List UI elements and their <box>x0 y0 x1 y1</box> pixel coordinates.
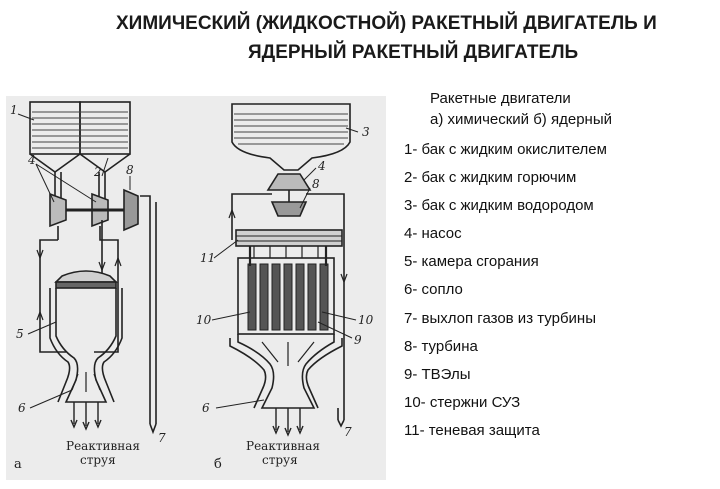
legend-item: 11- теневая защита <box>404 421 540 439</box>
panel-b-letter: б <box>214 457 222 472</box>
callout-b-10-right: 10 <box>358 313 374 327</box>
callout-b-6: 6 <box>202 401 210 415</box>
legend: Ракетные двигатели а) химический б) ядер… <box>404 88 716 445</box>
engine-schematic-svg: 1 2 4 8 5 6 7 Реактивная струя а <box>6 96 386 480</box>
legend-item: 3- бак с жидким водородом <box>404 197 594 215</box>
callout-a-5: 5 <box>16 327 24 341</box>
legend-subheading: а) химический б) ядерный <box>430 111 612 128</box>
legend-item: 2- бак с жидким горючим <box>404 169 577 187</box>
legend-item: 7- выхлоп газов из турбины <box>404 309 596 327</box>
callout-b-3: 3 <box>362 125 370 139</box>
panel-b-nuclear-engine <box>211 103 359 437</box>
panel-a-letter: а <box>14 457 22 472</box>
callout-a-6: 6 <box>18 401 26 415</box>
callout-b-10-left: 10 <box>196 313 212 327</box>
legend-item: 9- ТВЭлы <box>404 365 471 383</box>
panel-a-labels: 1 2 4 8 5 6 7 <box>10 103 166 445</box>
legend-item: 1- бак с жидким окислителем <box>404 141 607 158</box>
callout-a-8: 8 <box>126 163 134 177</box>
legend-item: 4- насос <box>404 225 462 243</box>
legend-heading: Ракетные двигатели <box>430 90 571 107</box>
legend-list: 1- бак с жидким окислителем 2- бак с жид… <box>404 136 716 445</box>
callout-b-4: 4 <box>317 159 326 173</box>
turbine-a <box>123 188 139 232</box>
jet-label-b-line2: струя <box>262 453 298 467</box>
shadow-shield <box>235 229 343 247</box>
panel-b-labels: 3 4 8 11 10 10 9 6 7 <box>196 125 374 439</box>
legend-item: 5- камера сгорания <box>404 253 539 271</box>
fuel-elements <box>247 263 329 331</box>
jet-label-a-line1: Реактивная <box>66 439 140 453</box>
pump-b <box>266 173 312 191</box>
engine-schematic-figure: 1 2 4 8 5 6 7 Реактивная струя а <box>0 90 392 484</box>
callout-a-2: 2 <box>93 165 102 179</box>
callout-b-9: 9 <box>354 333 362 347</box>
legend-item: 6- сопло <box>404 281 463 299</box>
hydrogen-tank <box>231 103 351 171</box>
callout-a-4: 4 <box>27 153 36 167</box>
callout-a-1: 1 <box>10 103 18 117</box>
legend-item: 8- турбина <box>404 337 478 355</box>
title-line-2: ЯДЕРНЫЙ РАКЕТНЫЙ ДВИГАТЕЛЬ <box>248 42 579 63</box>
callout-a-7: 7 <box>158 431 166 445</box>
fuel-tank <box>79 101 131 155</box>
callout-b-7: 7 <box>344 425 352 439</box>
jet-label-b-line1: Реактивная <box>246 439 320 453</box>
callout-b-11: 11 <box>200 251 215 265</box>
jet-label-a-line2: струя <box>80 453 116 467</box>
callout-b-8: 8 <box>312 177 320 191</box>
legend-item: 10- стержни СУЗ <box>404 393 521 411</box>
turbine-b <box>270 201 308 217</box>
title-line-1: ХИМИЧЕСКИЙ (ЖИДКОСТНОЙ) РАКЕТНЫЙ ДВИГАТЕ… <box>116 13 657 34</box>
panel-a-chemical-engine <box>17 101 157 435</box>
